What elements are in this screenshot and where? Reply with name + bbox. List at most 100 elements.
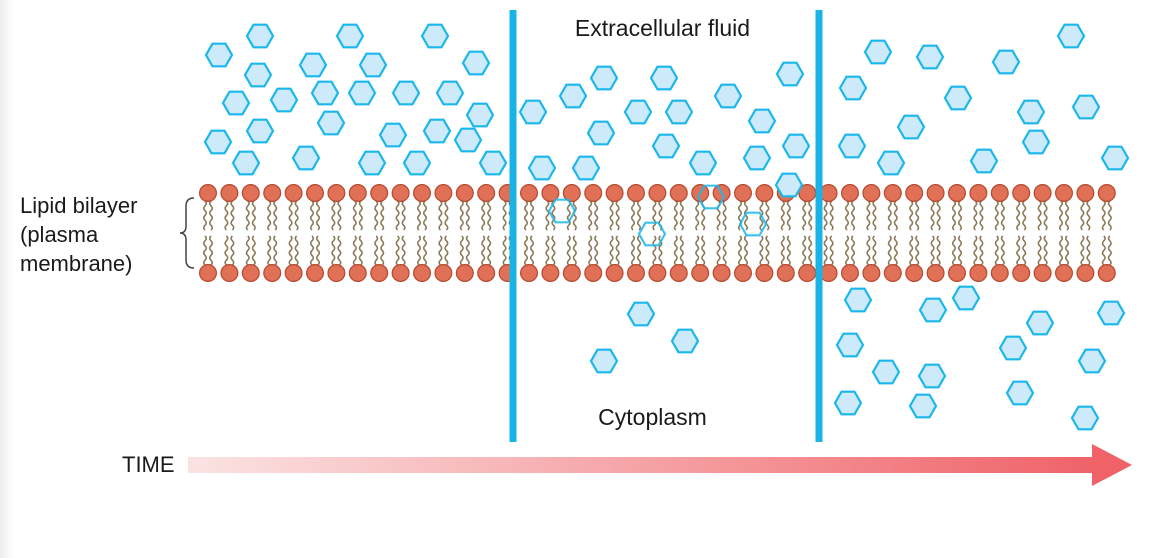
lipid-tail	[930, 200, 935, 231]
lipid-head	[648, 264, 667, 283]
bilayer-label-line3: membrane)	[20, 251, 133, 276]
lipid-head	[969, 264, 988, 283]
lipid-head	[348, 264, 367, 283]
solute-molecule	[742, 145, 772, 171]
panel-dividers	[509, 10, 823, 442]
lipid-tail	[780, 235, 785, 266]
lipid-tail	[588, 200, 593, 231]
lipid-tail	[765, 200, 770, 231]
lipid-head	[562, 264, 581, 283]
solute-molecule	[298, 52, 328, 78]
lipid-head	[905, 264, 924, 283]
lipid-tail	[416, 235, 422, 266]
lipid-head	[541, 264, 560, 283]
solute-molecule	[527, 155, 557, 181]
lipid-tail	[823, 235, 828, 266]
curly-brace	[179, 197, 195, 269]
lipid-tail	[615, 200, 620, 231]
lipid-tail	[374, 200, 379, 231]
lipid-head	[1054, 184, 1073, 203]
lipid-head	[1076, 184, 1095, 203]
lipid-tail	[566, 200, 571, 231]
lipid-tail	[737, 235, 743, 266]
lipid-tail	[572, 235, 577, 266]
lipid-head	[1054, 264, 1073, 283]
lipid-tail	[545, 200, 550, 231]
lipid-tail	[572, 200, 577, 231]
lipid-head	[220, 264, 239, 283]
solute-molecule	[688, 150, 718, 176]
lipid-tail	[673, 200, 678, 231]
solute-molecule	[391, 80, 421, 106]
lipid-head	[391, 264, 410, 283]
solute-molecule	[896, 114, 926, 140]
lipid-tail	[594, 200, 599, 231]
lipid-tail	[358, 200, 363, 231]
solute-molecule	[876, 150, 906, 176]
lipid-tail	[481, 200, 486, 231]
lipid-tail	[288, 200, 293, 231]
lipid-head	[947, 184, 966, 203]
lipid-tail	[780, 200, 785, 231]
lipid-head	[199, 264, 218, 283]
phospholipid	[819, 184, 838, 283]
lipid-head	[605, 184, 624, 203]
solute-molecule	[378, 122, 408, 148]
lipid-tail	[358, 235, 363, 266]
solute-molecule	[1016, 99, 1046, 125]
solute-molecule	[1021, 129, 1051, 155]
lipid-tail	[979, 235, 984, 266]
lipid-tail	[267, 200, 272, 231]
lipid-head	[477, 184, 496, 203]
lipid-head	[1097, 184, 1116, 203]
lipid-head	[370, 264, 389, 283]
phospholipid	[455, 184, 474, 283]
lipid-head	[519, 184, 538, 203]
lipid-head	[926, 264, 945, 283]
solute-molecule	[651, 133, 681, 159]
solute-molecule	[637, 221, 667, 247]
lipid-tail	[765, 235, 770, 266]
lipid-tail	[994, 200, 999, 231]
lipid-tail	[909, 200, 914, 231]
lipid-tail	[487, 200, 492, 231]
lipid-head	[840, 184, 859, 203]
solute-molecule	[747, 108, 777, 134]
lipid-tail	[609, 200, 614, 231]
solute-molecule	[951, 285, 981, 311]
solute-molecule	[335, 23, 365, 49]
lipid-tail	[352, 200, 357, 231]
lipid-tail	[844, 235, 850, 266]
solute-molecule	[837, 133, 867, 159]
lipid-tail	[652, 235, 657, 266]
lipid-tail	[866, 235, 871, 266]
solute-molecule	[420, 23, 450, 49]
phospholipid	[477, 184, 496, 283]
lipid-tail	[245, 200, 250, 231]
lipid-tail	[1016, 200, 1021, 231]
solute-molecule	[1025, 310, 1055, 336]
lipid-head	[306, 184, 325, 203]
solute-molecule	[908, 393, 938, 419]
time-label: TIME	[122, 452, 175, 477]
phospholipid	[284, 184, 303, 283]
time-arrow-head	[1092, 444, 1132, 486]
phospholipid	[1097, 184, 1116, 283]
lipid-head	[798, 264, 817, 283]
lipid-head	[584, 264, 603, 283]
lipid-head	[883, 184, 902, 203]
lipid-tail	[267, 235, 272, 266]
solute-molecule	[357, 150, 387, 176]
lipid-tail	[673, 235, 678, 266]
phospholipid	[883, 184, 902, 283]
lipid-tail	[630, 235, 636, 266]
solute-molecule	[435, 80, 465, 106]
solute-molecule	[245, 23, 275, 49]
lipid-tail	[380, 200, 385, 231]
lipid-tail	[887, 235, 892, 266]
solute-molecule	[781, 133, 811, 159]
lipid-tail	[230, 235, 235, 266]
lipid-tail	[636, 235, 642, 266]
lipid-tail	[416, 200, 422, 231]
lipid-tail	[502, 200, 507, 231]
